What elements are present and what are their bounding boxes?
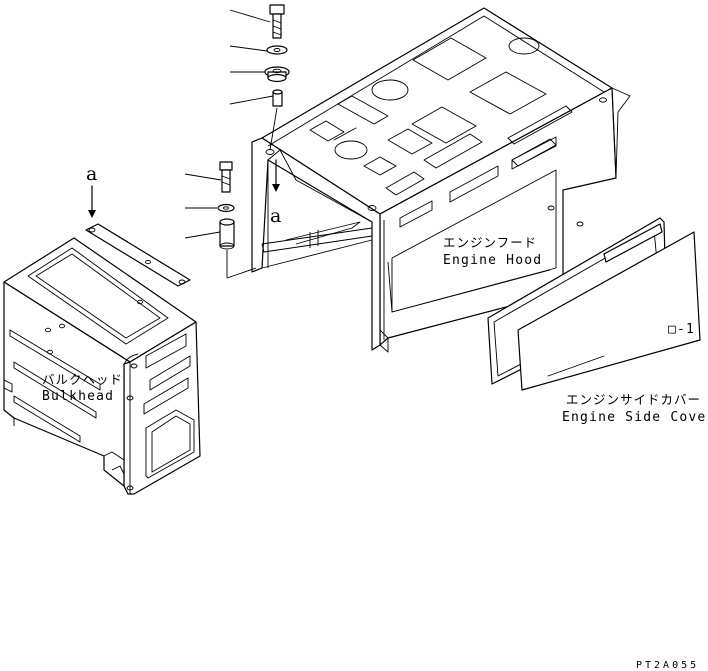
panel-mark: □-1 [668,322,695,337]
detail-arrow-hood: a [270,159,281,227]
engine-hood-label-jp: エンジンフード [443,235,537,250]
engine-side-cover: □-1 [487,217,701,391]
hardware-lower [184,161,257,279]
detail-arrow-bulkhead: a [86,163,97,218]
hardware-upper [229,4,290,151]
side-cover-label-en: Engine Side Cover [562,410,708,425]
mounting-strip [85,223,191,287]
side-cover-label-jp: エンジンサイドカバー [566,392,701,407]
engine-hood-label-en: Engine Hood [443,253,542,268]
bulkhead-label-jp: バルクヘッド [42,372,123,387]
detail-mark-bulkhead: a [86,163,97,185]
bulkhead [3,237,201,495]
drawing-code: PT2A055 [636,660,699,671]
detail-mark-hood: a [270,205,281,227]
bulkhead-label-en: Bulkhead [42,389,114,404]
